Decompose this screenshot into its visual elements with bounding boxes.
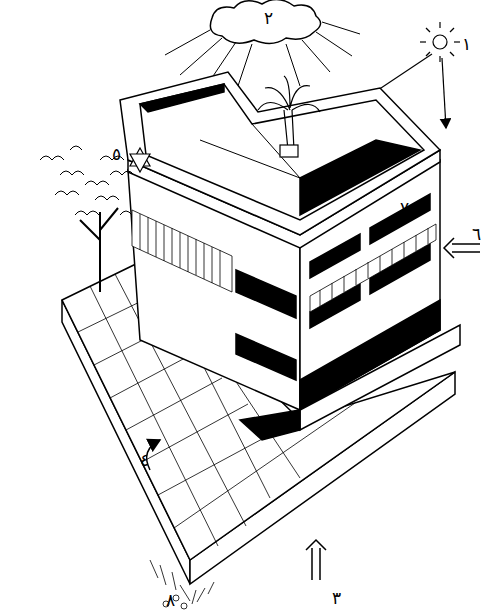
arrow-head-open [444, 238, 454, 258]
railing-frame [132, 210, 232, 292]
cloud-outline [210, 0, 320, 44]
roof-inner [140, 84, 424, 220]
palm-trunk [284, 110, 294, 150]
sun-ray [439, 56, 440, 62]
roof-line [200, 140, 300, 178]
tree [40, 146, 134, 292]
window [236, 334, 296, 380]
tree-trunk [80, 208, 118, 292]
soil-hatch [150, 560, 214, 609]
grid-line [126, 378, 222, 430]
arrow-shaft [312, 548, 320, 580]
window [236, 270, 296, 318]
cloud [165, 0, 360, 92]
grid-line [174, 403, 355, 528]
railing-frame [310, 224, 436, 312]
ray [316, 32, 352, 56]
arrow-head-open [306, 540, 326, 550]
callout-number: ٣ [332, 590, 341, 607]
parapet-shadow [140, 84, 224, 112]
star [130, 148, 150, 172]
planter [300, 325, 460, 430]
sun-disc [433, 35, 447, 49]
callout-number: ٤ [140, 452, 149, 469]
palm [258, 76, 320, 157]
grid-line [142, 404, 248, 462]
arrow-shaft [452, 244, 480, 252]
star-triangle [130, 154, 150, 172]
balcony-railing [132, 210, 232, 292]
sun-ray [450, 28, 454, 32]
right-railing [310, 224, 436, 312]
ray [165, 30, 210, 55]
shadow [240, 410, 300, 440]
pebble [181, 603, 187, 609]
roof-outline [120, 72, 440, 235]
sun-ray [454, 41, 460, 42]
callout-number: ٦ [472, 226, 481, 243]
ray [286, 44, 300, 86]
callout-number: ١ [462, 36, 471, 53]
sun-ray [426, 28, 430, 32]
callout-number: ٨ [166, 592, 175, 609]
roof [120, 72, 440, 248]
sun-ray [450, 52, 454, 56]
soil-lines [150, 560, 214, 604]
railing-bars [140, 214, 220, 286]
wind-arrows [147, 238, 480, 580]
callout-number: ٢ [264, 10, 273, 27]
callout-number: ٧ [400, 200, 409, 217]
ray [322, 22, 360, 34]
ray [180, 38, 222, 75]
sun-ray-arrow [442, 58, 446, 128]
callout-number: ٥ [112, 146, 121, 163]
ray [302, 40, 330, 72]
railing-bars [320, 228, 428, 306]
sun-ray [439, 22, 440, 28]
palm-pot [280, 145, 298, 157]
tree-leaves [40, 146, 134, 215]
sun-ray [420, 41, 426, 42]
palm-fronds [258, 76, 320, 112]
